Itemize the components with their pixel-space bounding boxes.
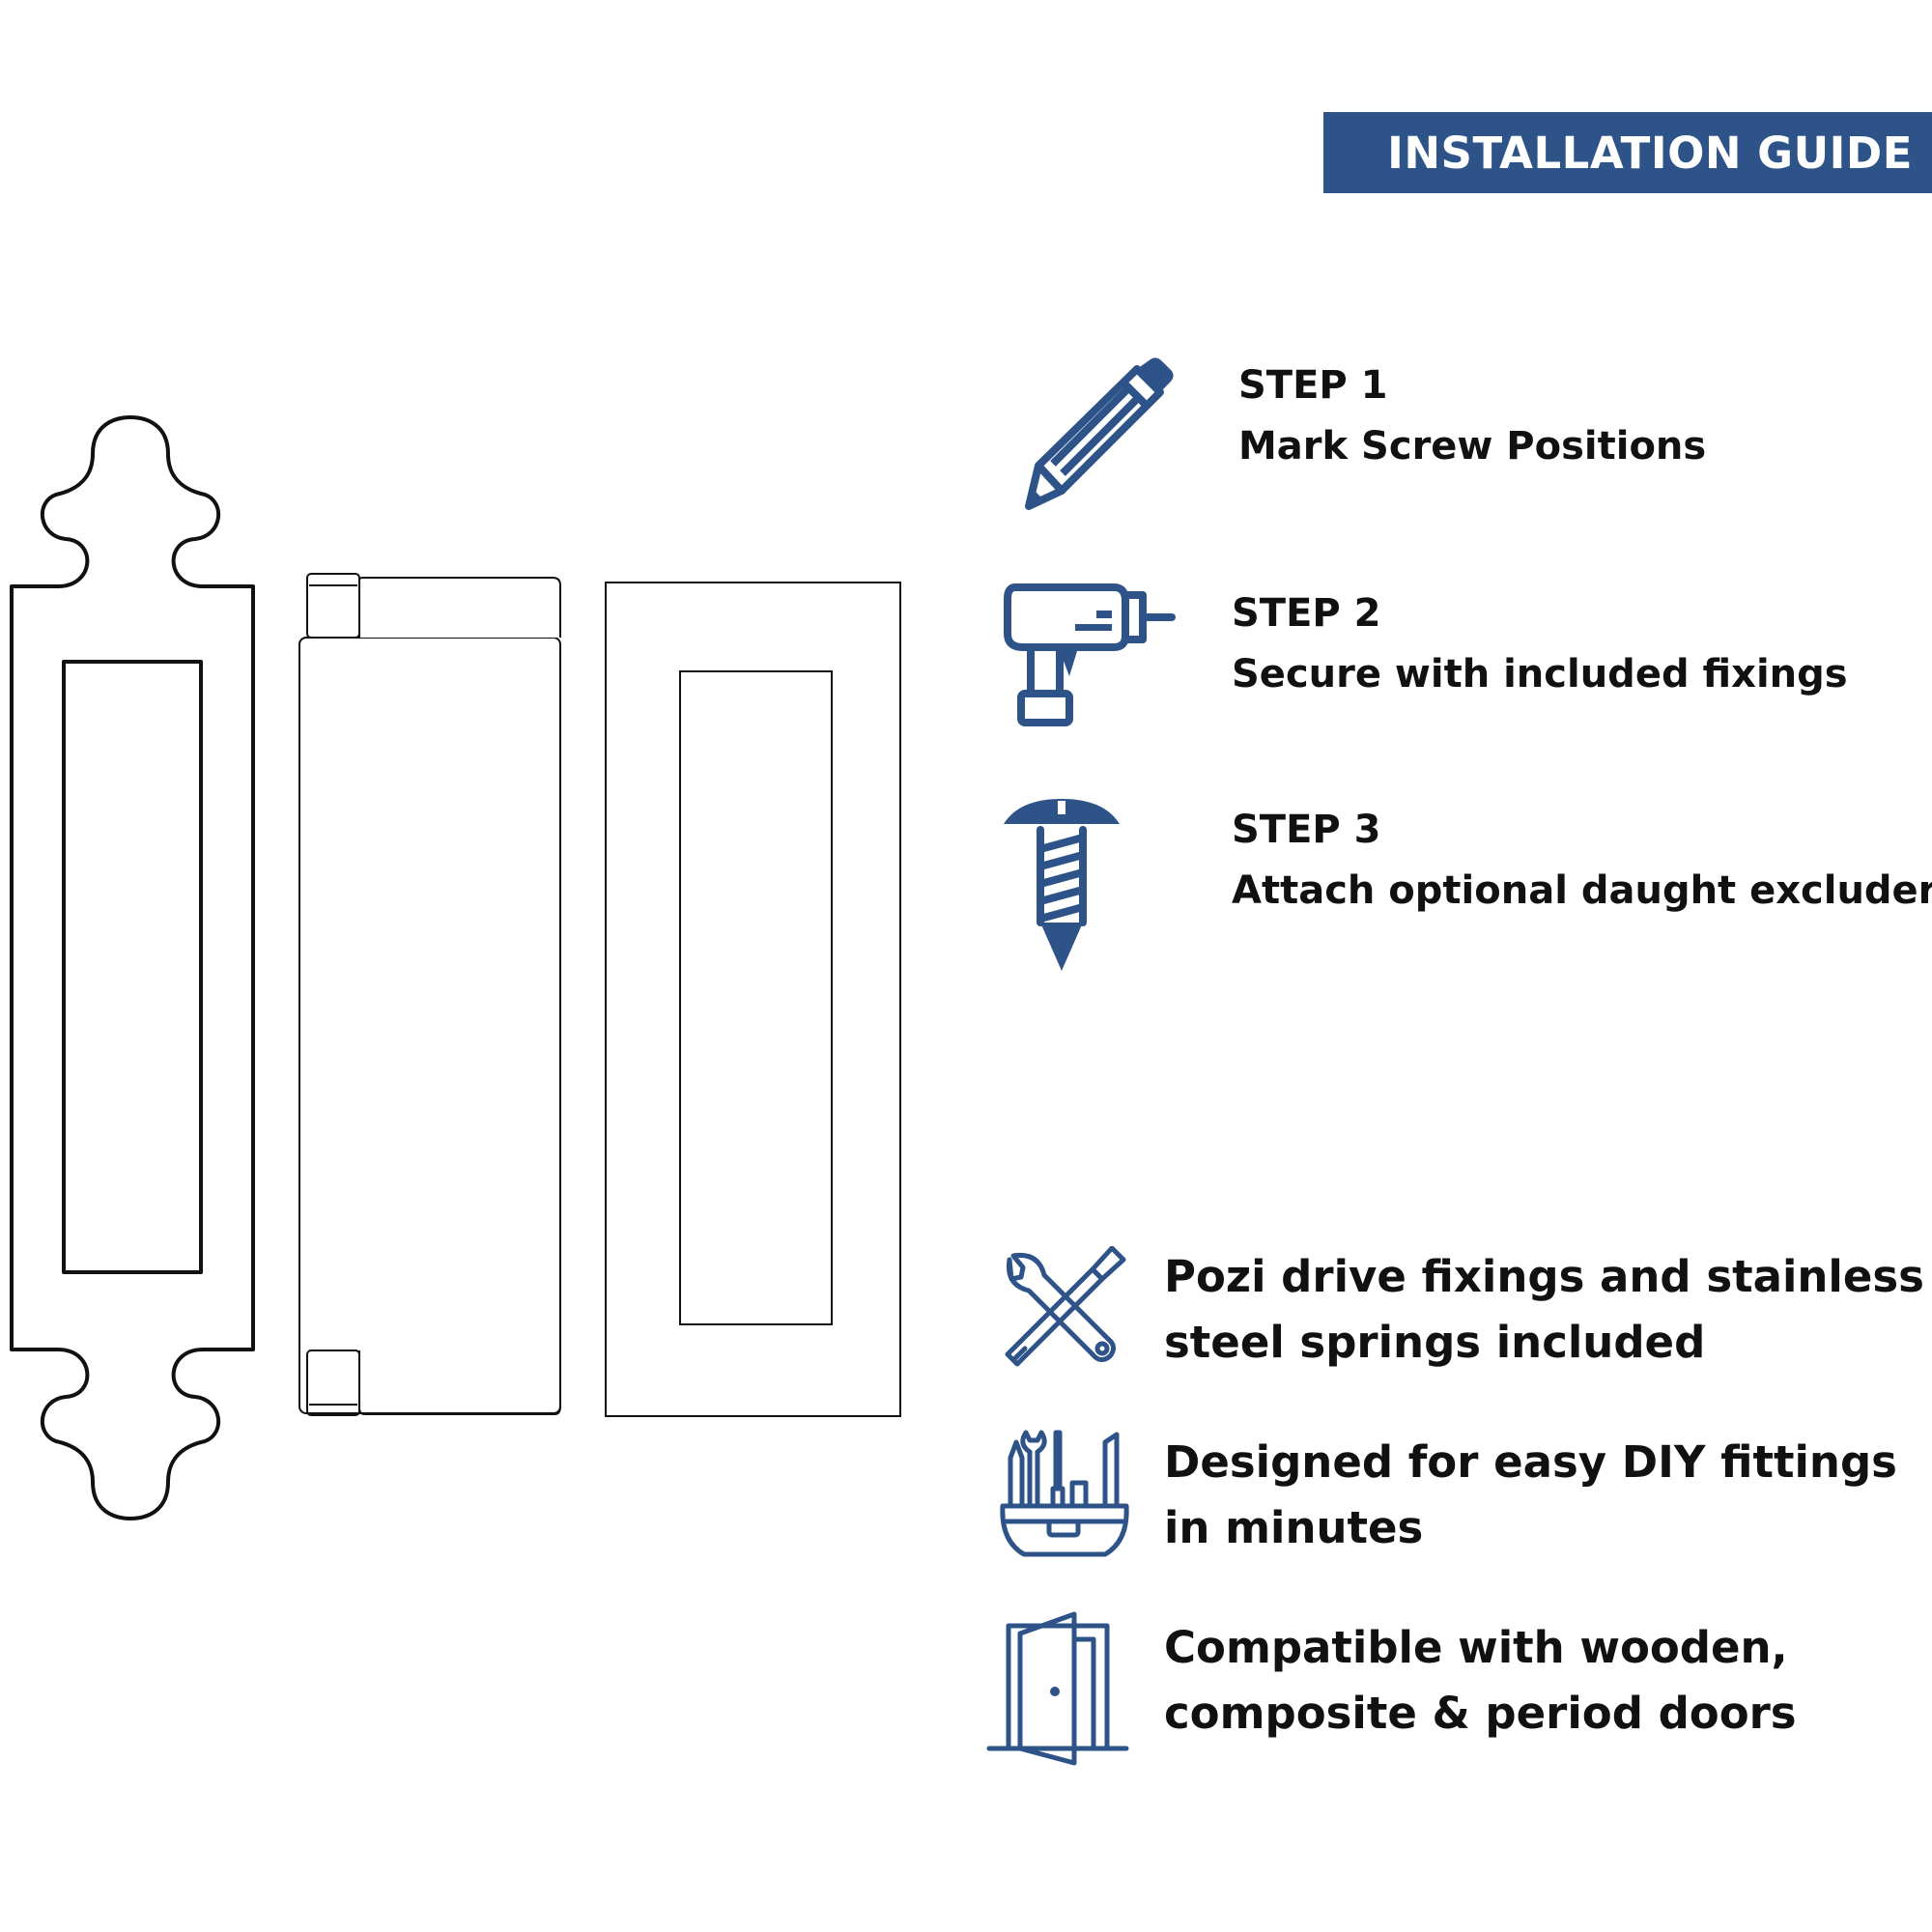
feature-diy-line1: Designed for easy DIY fittings: [1164, 1436, 1897, 1488]
feature-diy: Designed for easy DIY fittings in minute…: [1164, 1430, 1897, 1561]
banner-title: INSTALLATION GUIDE: [1387, 127, 1913, 179]
step-1: STEP 1 Mark Screw Positions: [1238, 355, 1706, 477]
feature-fixings-line2: steel springs included: [1164, 1317, 1706, 1368]
step-2: STEP 2 Secure with included fixings: [1232, 583, 1848, 705]
step-3: STEP 3 Attach optional daught excluder: [1232, 800, 1932, 922]
screw-icon: [1004, 799, 1120, 971]
product-drawings: [10, 415, 901, 1520]
decorative-letter-plate: [10, 415, 255, 1520]
hinged-flap-plate: [298, 573, 561, 1416]
pencil-icon: [1025, 357, 1174, 510]
step-3-text: Attach optional daught excluder: [1232, 868, 1932, 913]
wrench-screwdriver-icon: [1005, 1246, 1126, 1367]
feature-compatible-line2: composite & period doors: [1164, 1688, 1797, 1739]
step-2-label: STEP 2: [1232, 591, 1381, 636]
feature-compatible-line1: Compatible with wooden,: [1164, 1622, 1788, 1673]
door-icon: [986, 1611, 1129, 1766]
inner-frame-plate: [605, 582, 901, 1417]
feature-fixings: Pozi drive fixings and stainless steel s…: [1164, 1244, 1924, 1376]
installation-guide-banner: INSTALLATION GUIDE: [1323, 112, 1932, 193]
step-1-text: Mark Screw Positions: [1238, 424, 1707, 469]
step-3-label: STEP 3: [1232, 808, 1381, 852]
feature-diy-line2: in minutes: [1164, 1502, 1424, 1553]
step-2-text: Secure with included fixings: [1232, 652, 1848, 696]
step-1-label: STEP 1: [1238, 363, 1388, 408]
drill-icon: [1004, 583, 1176, 726]
feature-fixings-line1: Pozi drive fixings and stainless: [1164, 1251, 1924, 1302]
feature-compatible: Compatible with wooden, composite & peri…: [1164, 1615, 1797, 1747]
toolbox-icon: [1000, 1430, 1129, 1557]
